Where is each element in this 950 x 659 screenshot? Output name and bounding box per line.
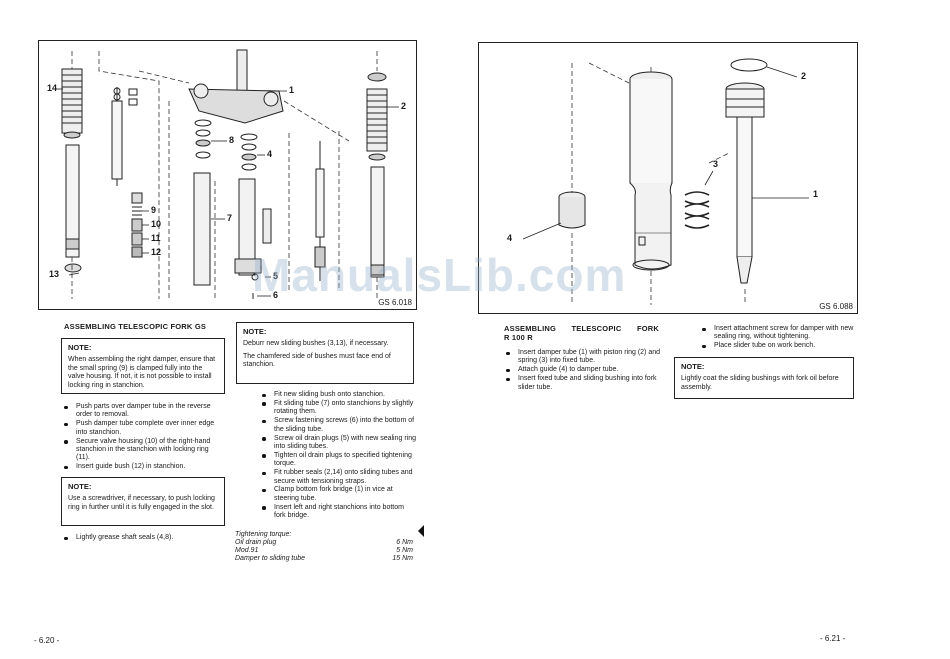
torque-row: Damper to sliding tube 15 Nm: [235, 555, 413, 563]
torque-label: Oil drain plug: [235, 539, 277, 546]
callout-4: 4: [267, 149, 273, 159]
sliding-tube-left: [193, 172, 211, 286]
note-title: NOTE:: [243, 327, 267, 336]
callout-14: 14: [47, 83, 58, 93]
callout-2: 2: [401, 101, 407, 111]
figure-code-left: GS 6.018: [378, 298, 412, 307]
list-item: Fit new sliding bush onto stanchion.: [258, 391, 416, 399]
callout-5: 5: [273, 271, 279, 281]
fixed-tube: [629, 71, 673, 271]
list-item: Fit rubber seals (2,14) onto sliding tub…: [258, 469, 416, 486]
torque-row: Oil drain plug 6 Nm: [235, 539, 413, 547]
fork-bridge-1: [188, 88, 284, 124]
left-exploded-diagram: 14 13 1 2 8 4 9 10 11 12 7 5 6 GS 6.018: [38, 40, 417, 310]
torque-row: Mod.91 5 Nm: [235, 547, 413, 555]
list-item: Insert fixed tube and sliding bushing in…: [502, 375, 662, 392]
torque-value: 5 Nm: [396, 547, 413, 554]
note-title: NOTE:: [68, 482, 92, 491]
note-body: Use a screwdriver, if necessary, to push…: [68, 495, 215, 511]
r100r-fork-drawing: [522, 58, 809, 305]
heading-line: R 100 R: [504, 333, 533, 342]
callout-2: 2: [801, 71, 807, 81]
list-item: Secure valve housing (10) of the right-h…: [60, 438, 224, 463]
torque-title: Tightening torque:: [235, 531, 292, 538]
list-item: Screw fastening screws (6) into the bott…: [258, 417, 416, 434]
callout-8: 8: [229, 135, 235, 145]
sliding-tube-right: [238, 178, 256, 276]
note-screwdriver: NOTE: Use a screwdriver, if necessary, t…: [61, 477, 225, 526]
list-item: Fit sliding tube (7) onto stanchions by …: [258, 400, 416, 417]
list-item: Insert damper tube (1) with piston ring …: [502, 349, 662, 366]
callout-9: 9: [151, 205, 157, 215]
list-item: Push parts over damper tube in the rever…: [60, 403, 224, 420]
list-item: Push damper tube complete over inner edg…: [60, 420, 224, 437]
rubber-boot-14: [61, 68, 83, 134]
torque-label: Mod.91: [235, 547, 259, 554]
callout-3: 3: [713, 159, 719, 169]
figure-code-right: GS 6.088: [819, 302, 853, 311]
page-number-right: - 6.21 -: [820, 634, 846, 643]
torque-label: Damper to sliding tube: [235, 555, 306, 562]
note-deburr: NOTE: Deburr new sliding bushes (3,13), …: [236, 322, 414, 384]
damper-tube-1: [725, 82, 765, 284]
callout-7: 7: [227, 213, 233, 223]
list-item: Lightly grease shaft seals (4,8).: [60, 534, 230, 542]
callout-4: 4: [507, 233, 513, 243]
list-item: Screw oil drain plugs (5) with new seali…: [258, 435, 416, 452]
list-item: Clamp bottom fork bridge (1) in vice at …: [258, 486, 416, 503]
bullet-list-r100r-2: Insert attachment screw for damper with …: [698, 325, 858, 351]
callout-1: 1: [813, 189, 819, 199]
heading-r100r: ASSEMBLING TELESCOPIC FORK R 100 R: [504, 324, 659, 342]
list-item: Insert left and right stanchions into bo…: [258, 504, 416, 521]
piston-ring-2: [730, 58, 768, 72]
callout-6: 6: [273, 290, 279, 300]
note-title: NOTE:: [681, 362, 705, 371]
bullet-list-gs-2: Lightly grease shaft seals (4,8).: [60, 534, 230, 543]
note-para: Deburr new sliding bushes (3,13), if nec…: [243, 340, 389, 347]
spring-3: [684, 191, 710, 229]
callout-1: 1: [289, 85, 295, 95]
list-item: Tighten oil drain plugs to specified tig…: [258, 452, 416, 469]
torque-value: 6 Nm: [396, 539, 413, 546]
callout-11: 11: [151, 233, 161, 243]
bullet-list-gs-3: Fit new sliding bush onto stanchion. Fit…: [258, 391, 416, 521]
callout-12: 12: [151, 247, 162, 257]
heading-line: ASSEMBLING TELESCOPIC FORK: [504, 324, 659, 333]
note-spring: NOTE: When assembling the right damper, …: [61, 338, 225, 394]
bullet-list-gs-1: Push parts over damper tube in the rever…: [60, 403, 224, 472]
callout-10: 10: [151, 219, 162, 229]
torque-value: 15 Nm: [392, 555, 413, 562]
note-body: When assembling the right damper, ensure…: [68, 356, 216, 389]
list-item: Insert attachment screw for damper with …: [698, 325, 858, 342]
list-item: Insert guide bush (12) in stanchion.: [60, 463, 224, 471]
bullet-list-r100r-1: Insert damper tube (1) with piston ring …: [502, 349, 662, 393]
note-body: Lightly coat the sliding bushings with f…: [681, 375, 839, 391]
stanchion-left: [65, 144, 80, 258]
heading-gs: ASSEMBLING TELESCOPIC FORK GS: [64, 322, 207, 331]
rubber-boot-2: [366, 88, 388, 152]
page-number-left: - 6.20 -: [34, 636, 60, 645]
list-item: Attach guide (4) to damper tube.: [502, 366, 662, 374]
torque-table: Tightening torque: Oil drain plug 6 Nm M…: [235, 531, 413, 563]
note-bushings: NOTE: Lightly coat the sliding bushings …: [674, 357, 854, 399]
right-exploded-diagram: 2 3 1 4 GS 6.088: [478, 42, 858, 314]
gs-fork-drawing: [53, 49, 399, 299]
guide-4: [558, 191, 586, 229]
list-item: Place slider tube on work bench.: [698, 342, 858, 350]
watermark: ManualsLib.com: [252, 249, 627, 301]
note-title: NOTE:: [68, 343, 92, 352]
page-marker-triangle-icon: [418, 525, 424, 537]
stanchion-right: [370, 166, 385, 278]
callout-13: 13: [49, 269, 60, 279]
note-para: The chamfered side of bushes must face e…: [243, 352, 391, 369]
